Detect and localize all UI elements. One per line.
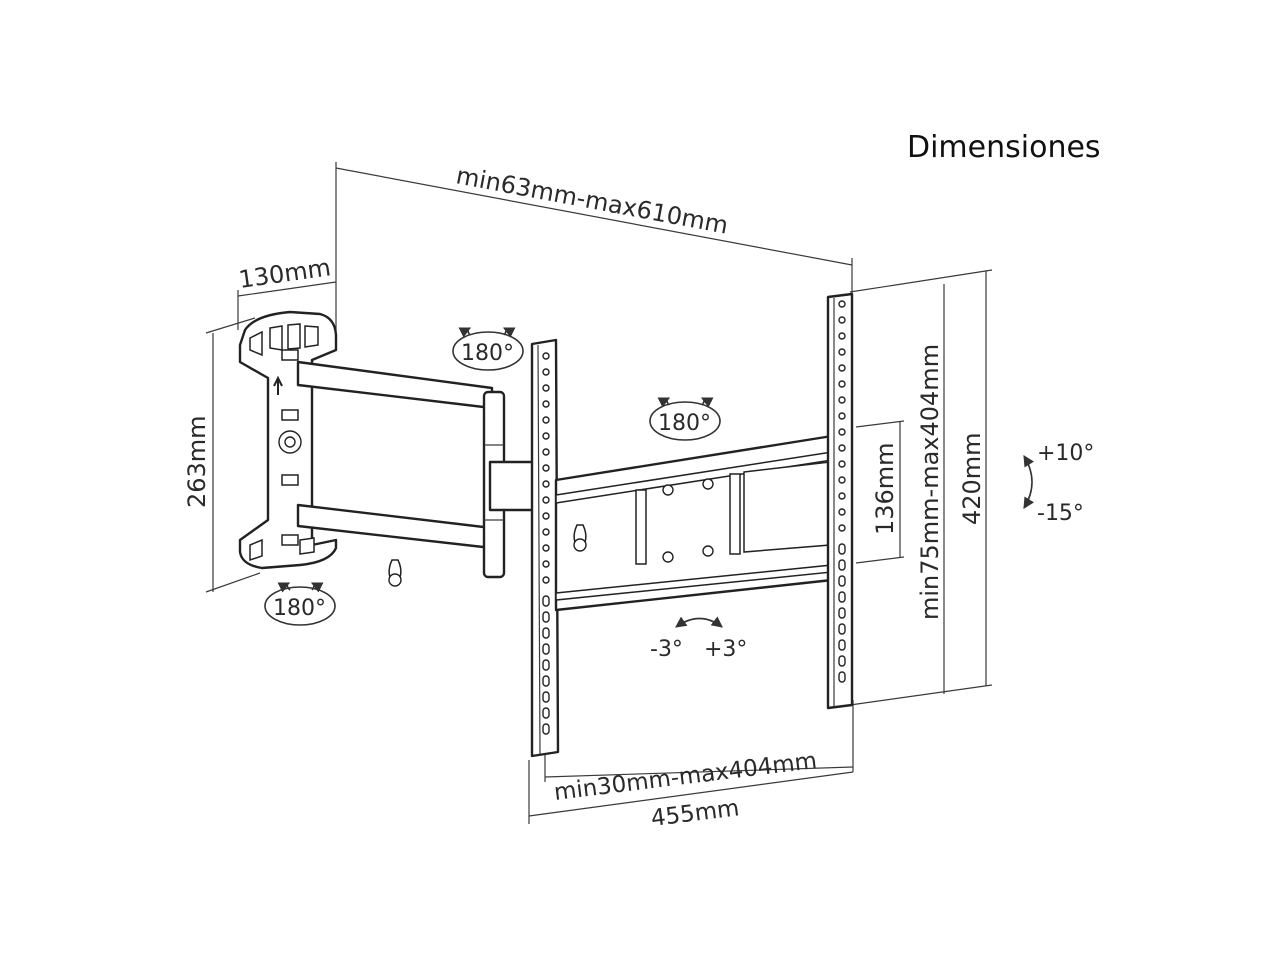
bracket-hole xyxy=(542,352,550,360)
bracket-hole xyxy=(542,627,550,639)
bracket-hole xyxy=(838,396,846,404)
bracket-hole xyxy=(838,575,846,587)
swivel-arm-label: 180° xyxy=(461,341,514,366)
bracket-hole xyxy=(542,432,550,440)
swivel-plate-indicator: 180° xyxy=(649,397,721,441)
swivel-wall-label: 180° xyxy=(273,596,326,621)
bracket-hole xyxy=(542,448,550,456)
bracket-hole xyxy=(542,384,550,392)
horizontal-spacing-label: min30mm-max404mm xyxy=(553,748,819,806)
bracket-hole xyxy=(838,623,846,635)
bracket-hole xyxy=(542,611,550,623)
bracket-hole xyxy=(838,444,846,452)
vertical-spacing-dimension: min75mm-max404mm xyxy=(916,284,945,694)
bracket-hole xyxy=(838,559,846,571)
bracket-hole xyxy=(838,543,846,555)
right-vertical-bracket xyxy=(826,292,854,710)
bracket-hole xyxy=(838,332,846,340)
overall-width-label: 455mm xyxy=(650,795,741,832)
swivel-wall-indicator: 180° xyxy=(264,582,336,626)
bracket-hole xyxy=(542,512,550,520)
bracket-hole xyxy=(838,639,846,651)
cross-plate xyxy=(554,434,834,612)
articulating-arms xyxy=(296,360,542,579)
bracket-hole xyxy=(542,464,550,472)
wall-plate-depth-label: 130mm xyxy=(237,253,333,294)
bracket-hole xyxy=(542,560,550,568)
bracket-hole xyxy=(542,707,550,719)
bracket-hole xyxy=(838,316,846,324)
bracket-hole xyxy=(542,480,550,488)
bracket-hole xyxy=(838,492,846,500)
bracket-hole xyxy=(838,348,846,356)
rotate-left-label: -3° xyxy=(650,637,683,662)
vertical-spacing-label: min75mm-max404mm xyxy=(916,344,944,620)
wall-plate-height-label: 263mm xyxy=(183,415,211,508)
arm-extension-label: min63mm-max610mm xyxy=(454,161,731,239)
center-plate-label: 136mm xyxy=(871,442,899,535)
bracket-hole xyxy=(542,368,550,376)
bracket-hole xyxy=(542,691,550,703)
bracket-height-dimension: 420mm xyxy=(849,269,993,706)
bracket-hole xyxy=(838,380,846,388)
bracket-hole xyxy=(542,576,550,584)
bracket-hole xyxy=(838,591,846,603)
bracket-hole xyxy=(542,643,550,655)
bracket-hole xyxy=(838,412,846,420)
bracket-hole xyxy=(838,508,846,516)
bracket-hole xyxy=(838,655,846,667)
up-arrow-icon xyxy=(273,375,283,395)
bracket-hole xyxy=(542,416,550,424)
bracket-hole xyxy=(542,723,550,735)
bracket-hole xyxy=(542,528,550,536)
bracket-hole xyxy=(542,400,550,408)
bracket-hole xyxy=(838,460,846,468)
rotation-indicator: -3° +3° xyxy=(650,616,747,662)
rotate-right-label: +3° xyxy=(704,637,747,662)
tilt-up-label: +10° xyxy=(1037,441,1094,466)
lock-knob-center xyxy=(573,524,587,552)
swivel-arm-indicator: 180° xyxy=(452,327,524,371)
bracket-hole xyxy=(542,496,550,504)
arm-extension-dimension: min63mm-max610mm xyxy=(335,161,853,330)
bracket-hole xyxy=(542,659,550,671)
bracket-hole xyxy=(838,476,846,484)
wall-plate-height-dimension: 263mm xyxy=(183,317,261,593)
bracket-hole xyxy=(542,675,550,687)
bracket-hole xyxy=(838,428,846,436)
center-plate-dimension: 136mm xyxy=(855,420,905,564)
left-vertical-bracket xyxy=(530,338,560,758)
bracket-height-label: 420mm xyxy=(958,432,986,525)
tilt-down-label: -15° xyxy=(1037,501,1084,526)
swivel-plate-label: 180° xyxy=(658,411,711,436)
diagram-title: Dimensiones xyxy=(907,130,1101,165)
bracket-hole xyxy=(542,544,550,552)
horizontal-spacing-dimension: min30mm-max404mm xyxy=(544,700,854,806)
bracket-hole xyxy=(838,364,846,372)
bracket-hole xyxy=(838,607,846,619)
bracket-hole xyxy=(838,671,846,683)
lock-knob-left xyxy=(388,559,402,587)
bracket-hole xyxy=(838,300,846,308)
bracket-hole xyxy=(542,595,550,607)
tilt-indicator: +10° -15° xyxy=(1023,441,1094,526)
bracket-hole xyxy=(838,524,846,532)
